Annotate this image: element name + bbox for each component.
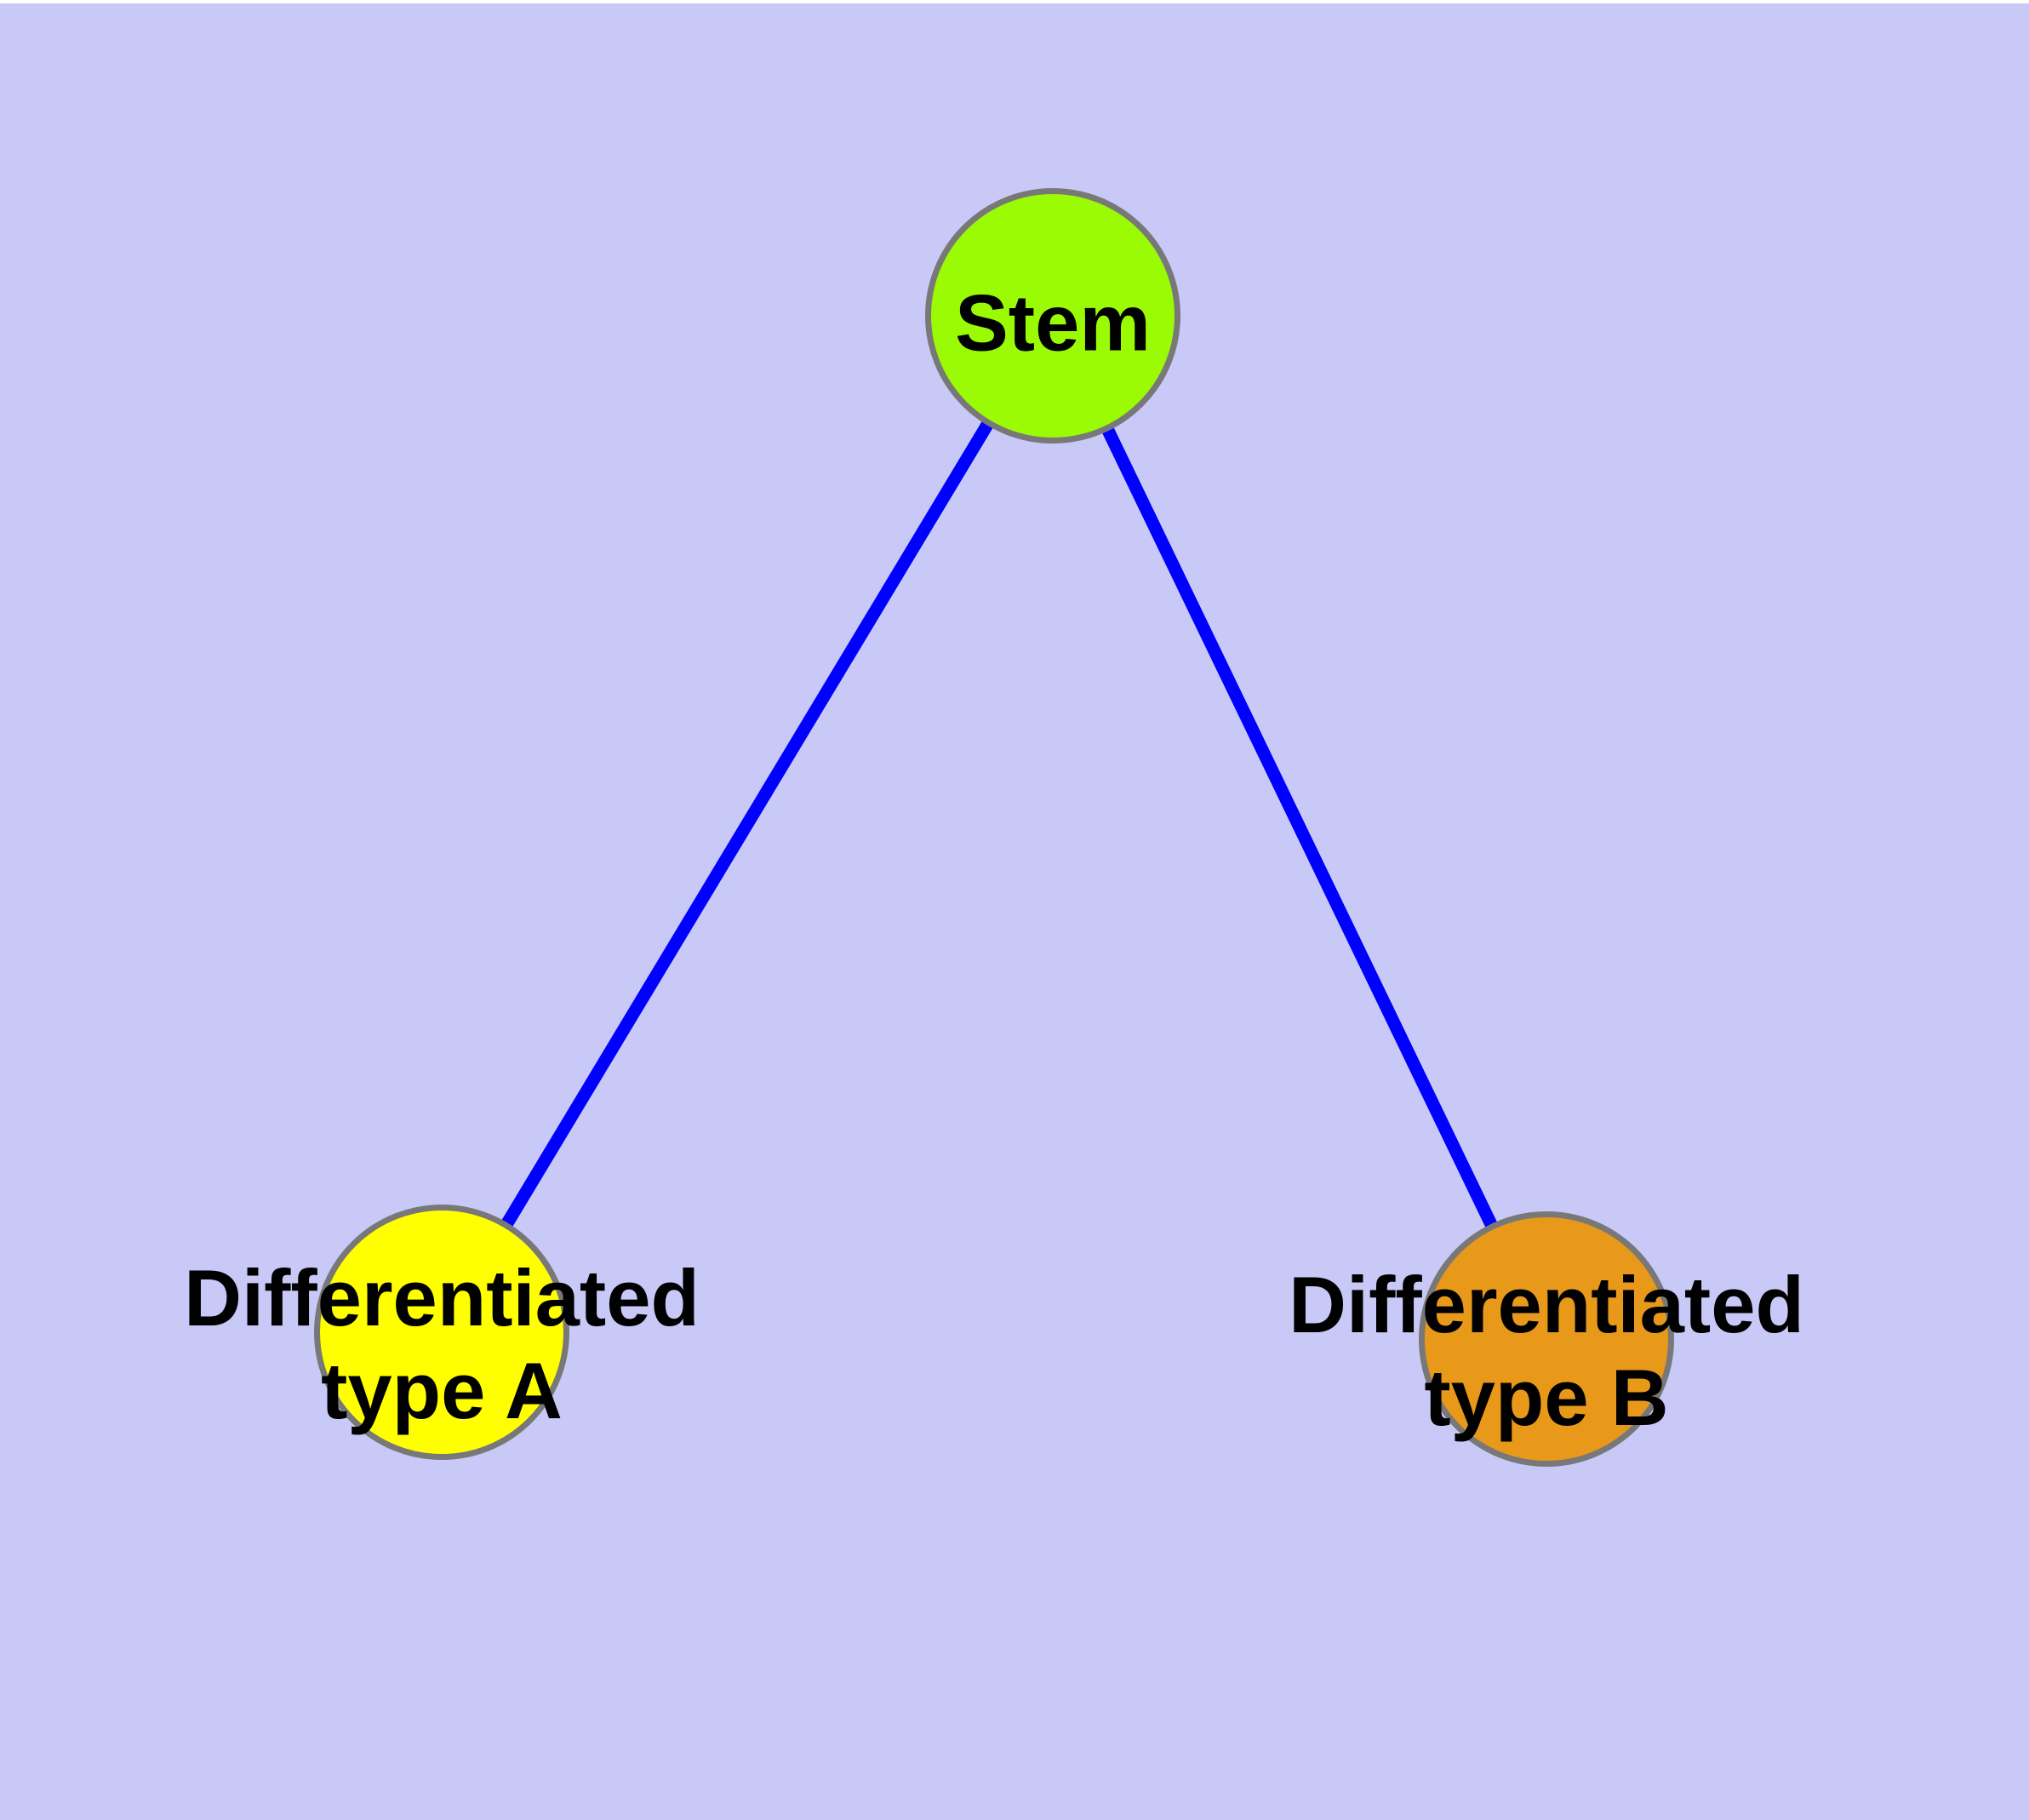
node-label-differentiated-type-a: Differentiated type A bbox=[184, 1253, 700, 1435]
node-differentiated-type-a: Differentiated type A bbox=[184, 1205, 700, 1460]
node-differentiated-type-b: Differentiated type B bbox=[1289, 1211, 1804, 1467]
edge-stem-to-type-b bbox=[1047, 312, 1552, 1342]
node-label-stem: Stem bbox=[955, 278, 1151, 368]
edge-stem-to-type-a bbox=[436, 312, 1059, 1336]
top-margin-strip bbox=[0, 0, 2029, 3]
node-label-differentiated-type-b: Differentiated type B bbox=[1289, 1260, 1804, 1442]
node-stem: Stem bbox=[925, 188, 1180, 444]
